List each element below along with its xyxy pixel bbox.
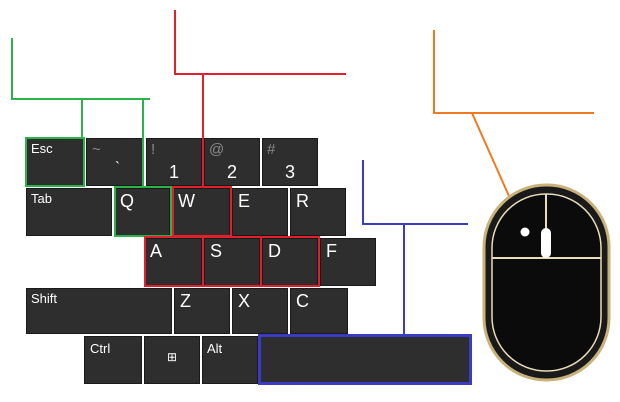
key-windows: ⊞ (144, 336, 200, 384)
key-d: D (262, 238, 318, 286)
key-tilde: ~ ` (86, 138, 144, 186)
key-alt: Alt (202, 336, 258, 384)
key-3-top: # (267, 141, 276, 158)
key-f: F (320, 238, 376, 286)
key-z: Z (174, 288, 230, 334)
key-w: W (172, 188, 230, 236)
key-tilde-top: ~ (92, 141, 101, 158)
key-a-label: A (150, 241, 163, 261)
key-esc: Esc (26, 138, 84, 186)
key-z-label: Z (180, 291, 191, 311)
key-q-label: Q (120, 191, 135, 211)
key-shift-label: Shift (31, 291, 58, 306)
key-2-top: @ (209, 141, 225, 158)
key-f-label: F (326, 241, 337, 261)
key-1: ! 1 (146, 138, 202, 186)
key-2-bottom: 2 (226, 162, 237, 182)
key-esc-label: Esc (31, 141, 53, 156)
key-s: S (204, 238, 260, 286)
key-tab: Tab (26, 188, 112, 236)
red-connector (174, 10, 346, 75)
key-c: C (290, 288, 348, 334)
key-c-label: C (296, 291, 309, 311)
key-r-label: R (296, 191, 309, 211)
key-alt-label: Alt (207, 341, 223, 356)
key-s-label: S (210, 241, 223, 261)
key-shift: Shift (26, 288, 172, 334)
key-x: X (232, 288, 288, 334)
key-e-label: E (238, 191, 251, 211)
blue-connector (362, 160, 468, 225)
green-connector (11, 38, 150, 100)
key-tilde-bottom: ` (115, 159, 120, 176)
mouse-icon (482, 183, 611, 382)
key-ctrl-label: Ctrl (90, 341, 111, 356)
key-3: # 3 (262, 138, 318, 186)
key-w-label: W (178, 191, 195, 211)
key-q: Q (114, 188, 170, 236)
key-3-bottom: 3 (284, 162, 295, 182)
windows-icon: ⊞ (167, 350, 178, 364)
key-1-bottom: 1 (168, 162, 179, 182)
key-2: @ 2 (204, 138, 260, 186)
key-x-label: X (238, 291, 251, 311)
key-e: E (232, 188, 288, 236)
orange-connector (433, 30, 594, 114)
key-tab-label: Tab (31, 191, 52, 206)
key-r: R (290, 188, 346, 236)
key-1-top: ! (151, 141, 156, 158)
key-ctrl: Ctrl (84, 336, 142, 384)
key-d-label: D (268, 241, 281, 261)
